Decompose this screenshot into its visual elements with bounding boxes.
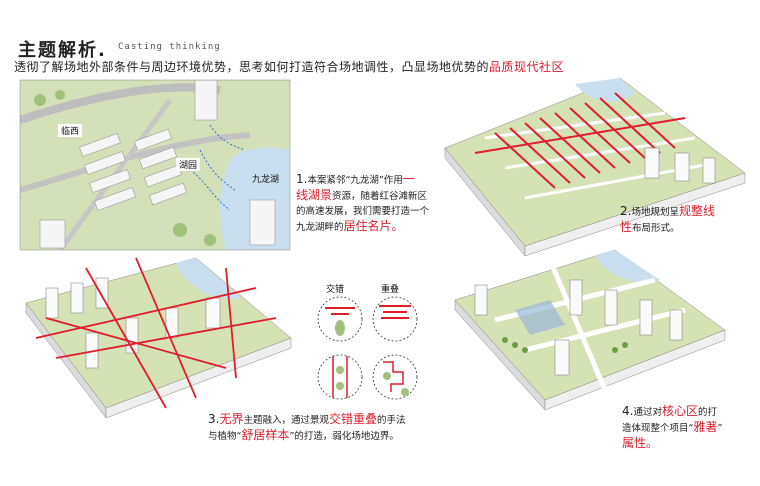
step2-text-b: 布局形式。 xyxy=(632,223,680,234)
legend-overlap-plant-circle xyxy=(372,354,418,400)
site-core-area-diagram xyxy=(454,249,726,411)
step4-highlight-c: 属性。 xyxy=(622,436,659,450)
step4-highlight-a: 核心区 xyxy=(661,404,698,418)
step1-text-a: 本案紧邻“九龙湖”作用 xyxy=(307,175,403,186)
step3-number: 3. xyxy=(208,412,220,426)
site3-lake xyxy=(176,258,241,299)
page-title: 主题解析. xyxy=(18,40,107,61)
step4-text-a: 通过对 xyxy=(633,407,662,418)
step3-text-a: 主题融入，通过景观 xyxy=(243,415,329,426)
step3-text-c: 与植物“ xyxy=(208,431,242,442)
legend-cross-circle xyxy=(317,296,363,342)
legend-diagrams xyxy=(317,296,418,400)
step1-caption: 1.本案紧邻“九龙湖”作用一 线湖景资源，随着红谷滩新区 的高速发展，我们需要打… xyxy=(296,172,466,235)
site-linear-layout-diagram xyxy=(444,77,746,257)
site-context-map xyxy=(19,79,291,251)
step2-number: 2. xyxy=(620,204,632,218)
step4-number: 4. xyxy=(622,404,634,418)
site-crossing-lines-diagram xyxy=(25,257,292,419)
step3-caption: 3.无界主题融入，通过景观交错重叠的手法 与植物“舒居样本”的打造，弱化场地边界… xyxy=(208,412,508,444)
step4-text-d: ” xyxy=(717,423,723,434)
step1-number: 1. xyxy=(296,172,308,186)
step4-text-c: 造体现整个项目“ xyxy=(622,423,694,434)
crossing-red-lines xyxy=(35,257,277,409)
step1-text-b: 资源，随着红谷滩新区 xyxy=(332,191,428,202)
step1-text-c: 的高速发展，我们需要打造一个 xyxy=(296,206,430,217)
legend-cross-label: 交错 xyxy=(326,285,345,295)
map-label-lake: 九龙湖 xyxy=(252,175,280,185)
step3-text-b: 的手法 xyxy=(377,415,406,426)
step2-highlight-a: 规整线 xyxy=(678,204,715,218)
step1-highlight-b: 线湖景 xyxy=(296,188,333,202)
step3-highlight-a: 无界 xyxy=(219,412,244,426)
map-label-road1: 临西 xyxy=(58,124,83,137)
step2-caption: 2.场地规划呈规整线 性布局形式。 xyxy=(620,204,750,236)
step2-highlight-b: 性 xyxy=(620,220,633,234)
site4-lake xyxy=(595,250,660,283)
step3-text-d: ”的打造，弱化场地边界。 xyxy=(289,431,399,442)
page-subtitle: Casting thinking xyxy=(118,42,221,52)
step3-highlight-b: 交错重叠 xyxy=(328,412,377,426)
site2-lake xyxy=(575,78,635,102)
step4-caption: 4.通过对核心区的打 造体现整个项目“雅著” 属性。 xyxy=(622,404,752,452)
legend-overlap-circle xyxy=(372,296,418,342)
step1-highlight-a: 一 xyxy=(402,172,415,186)
intro-text: 透彻了解场地外部条件与周边环境优势，思考如何打造符合场地调性，凸显场地优势的品质… xyxy=(14,58,564,75)
step4-text-b: 的打 xyxy=(697,407,717,418)
legend-overlap-label: 重叠 xyxy=(381,285,400,295)
step3-highlight-c: 舒居样本 xyxy=(241,428,290,442)
intro-highlight: 品质现代社区 xyxy=(489,60,565,74)
step4-highlight-b: 雅著 xyxy=(693,420,718,434)
step1-text-d: 九龙湖畔的 xyxy=(296,222,344,233)
step2-text-a: 场地规划呈 xyxy=(631,207,679,218)
linear-red-lines xyxy=(474,92,686,189)
core-area xyxy=(515,300,565,335)
legend-cross-plant-circle xyxy=(317,354,363,400)
map-label-road2: 湖园 xyxy=(176,158,201,171)
step1-highlight-c: 居住名片。 xyxy=(343,219,404,233)
intro-main: 透彻了解场地外部条件与周边环境优势，思考如何打造符合场地调性，凸显场地优势的 xyxy=(14,60,490,74)
